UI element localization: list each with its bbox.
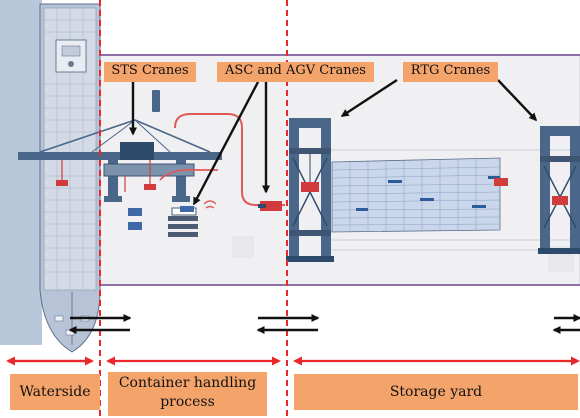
rtg-crane-2	[538, 126, 580, 254]
waterside-label: Waterside	[10, 374, 100, 410]
rtg-crane-1	[286, 118, 334, 262]
agv-pointer-arrow	[192, 81, 260, 206]
container-stack	[331, 157, 508, 233]
asc-agv-cranes-label: ASC and AGV Cranes	[217, 62, 374, 82]
container-handling-label: Container handling process	[108, 372, 267, 416]
water-area	[0, 0, 42, 345]
storage-yard-label: Storage yard	[294, 374, 578, 410]
rtg-pointer-arrow-right	[497, 79, 538, 122]
sts-cranes-label: STS Cranes	[104, 62, 196, 82]
rtg-cranes-label: RTG Cranes	[403, 62, 498, 82]
rtg-pointer-arrow-left	[340, 78, 398, 118]
agv-vehicles	[128, 90, 282, 237]
container-ship	[39, 3, 101, 353]
